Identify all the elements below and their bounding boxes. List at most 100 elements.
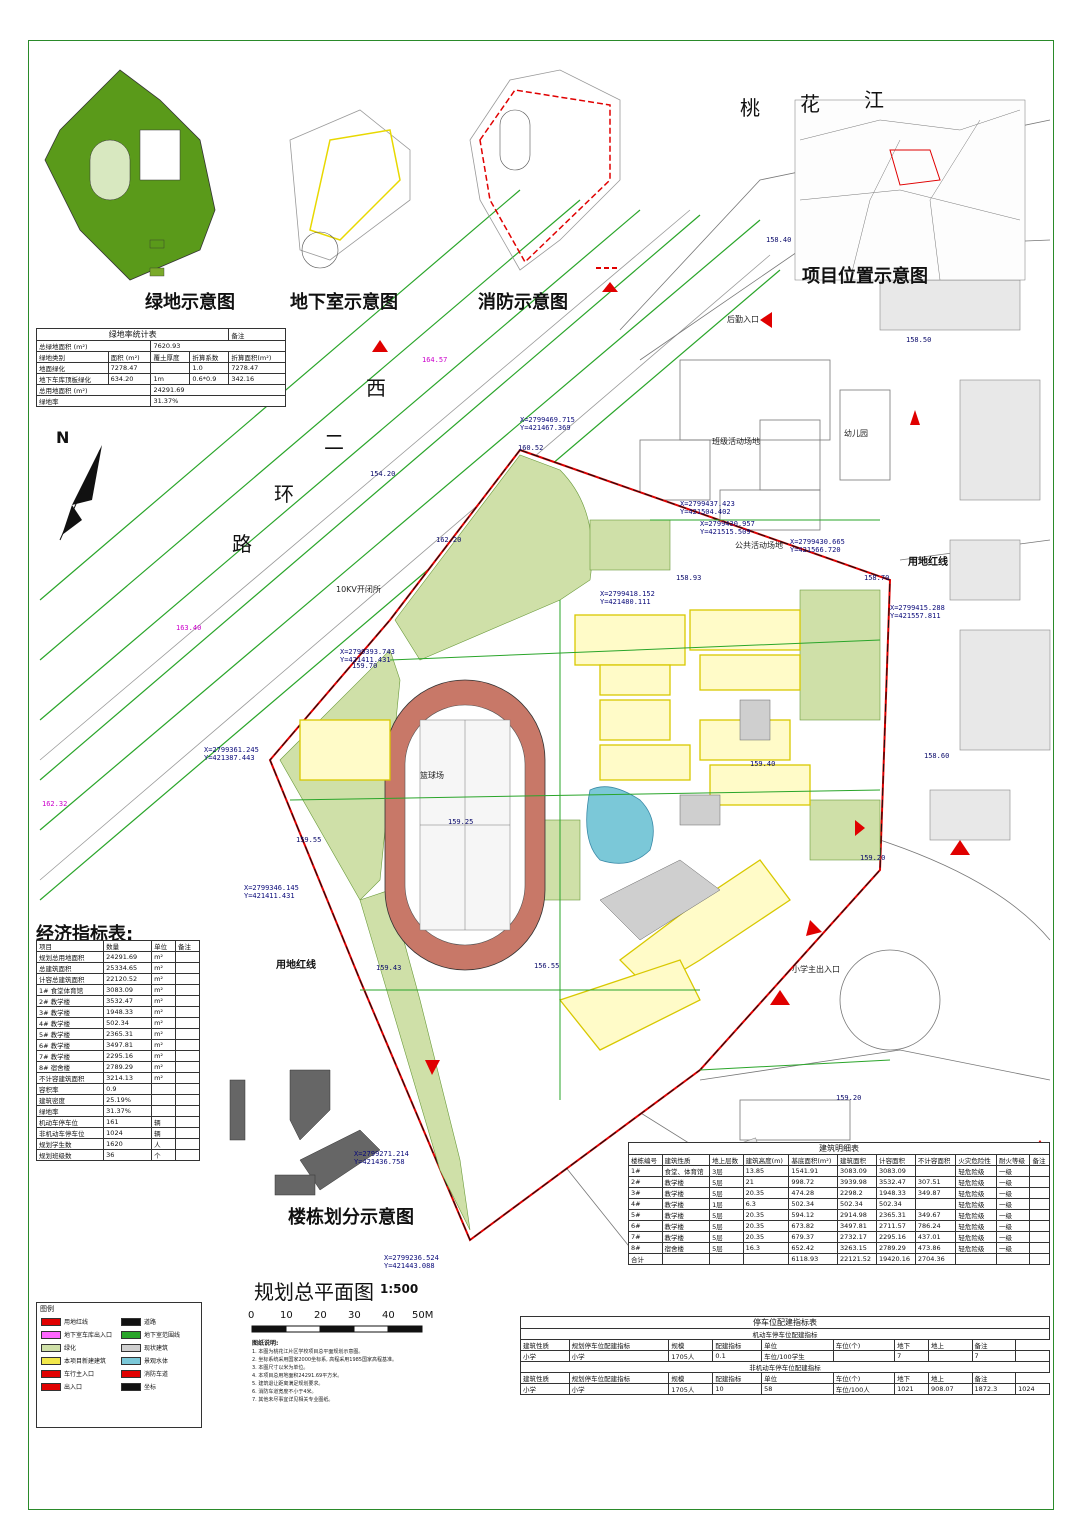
- table-header: 项目数量单位备注: [35, 940, 200, 952]
- legend-item: 绿化: [41, 1343, 117, 1352]
- legend-swatch-icon: [41, 1356, 61, 1365]
- location-map: [794, 99, 1026, 281]
- note-line: 7. 其他未尽事宜详见相关专业图纸。: [252, 1397, 334, 1403]
- rear-entrance-label: 后勤入口: [727, 315, 759, 324]
- main-entrance-label: 小学主出入口: [792, 965, 840, 974]
- legend-swatch-icon: [121, 1317, 141, 1326]
- drawing-frame: [28, 40, 1054, 1510]
- river-label-1: 桃: [740, 96, 760, 120]
- division-diagram: [229, 1069, 381, 1196]
- elev-7: 158.93: [676, 574, 702, 582]
- basement-diagram-title: 地下室示意图: [290, 292, 398, 313]
- scale-tick-0: 0: [248, 1310, 255, 1321]
- elev-12: 158.60: [924, 752, 950, 760]
- scale-bar-graphic: [251, 1325, 423, 1333]
- note-line: 6. 消防车道宽度不小于4米。: [252, 1389, 317, 1395]
- hatched-paving: [599, 699, 771, 941]
- north-label: N: [56, 428, 70, 447]
- road-label-2: 二: [324, 430, 344, 454]
- elev-5: 159.55: [296, 836, 322, 844]
- legend-item: 现状建筑: [121, 1343, 197, 1352]
- scale-tick-50: 50M: [412, 1310, 434, 1321]
- elev-11: 156.55: [534, 962, 560, 970]
- road-label-3: 环: [274, 482, 294, 506]
- notes-title: 图纸说明:: [252, 1340, 279, 1347]
- legend-box: 图例 用地红线道路地下室车库出入口地下室范围线绿化现状建筑本项目新建建筑景观水体…: [36, 1302, 202, 1428]
- table-row: 绿地类别面积 (m²)覆土厚度折算系数折算面积(m²): [36, 351, 286, 363]
- elev-15: 158.40: [766, 236, 792, 244]
- parking-table: 停车位配建指标表 机动车停车位配建指标 建筑性质规划停车位配建指标规模配建指标单…: [520, 1316, 1050, 1395]
- road-label-1: 西: [366, 376, 386, 400]
- site-dash: [269, 449, 891, 1241]
- legend-item: 坐标: [121, 1382, 197, 1391]
- legend-swatch-icon: [41, 1369, 61, 1378]
- drawing-notes: 图纸说明: 1. 本图为桃花江片区学校项目总平面规划示意图。2. 坐标系统采用国…: [252, 1340, 502, 1404]
- road-label-4: 路: [232, 532, 252, 556]
- legend-item: 景观水体: [121, 1356, 197, 1365]
- legend-swatch-icon: [121, 1330, 141, 1339]
- master-plan-title: 规划总平面图: [254, 1280, 374, 1304]
- table-header: 楼栋编号建筑性质地上层数建筑高度(m)基底面积(m²)建筑面积计容面积不计容面积…: [628, 1154, 1050, 1166]
- legend-swatch-icon: [121, 1369, 141, 1378]
- table-row: 总绿地面积 (m²)7620.93: [35, 340, 286, 352]
- elev-13: 159.43: [376, 964, 402, 972]
- entrance-markers: [372, 312, 1050, 1155]
- elev-3: 162.20: [436, 536, 462, 544]
- note-line: 3. 本图尺寸以米为单位。: [252, 1365, 309, 1371]
- master-plan-scale: 1:500: [380, 1282, 419, 1296]
- river-label-2: 花: [800, 92, 820, 116]
- elev-17: 164.57: [422, 356, 448, 364]
- scale-tick-20: 20: [314, 1310, 327, 1321]
- legend-swatch-icon: [41, 1317, 61, 1326]
- legend-item: 出入口: [41, 1382, 117, 1391]
- land-red-line-left: 用地红线: [276, 960, 316, 971]
- basement-diagram: [289, 109, 411, 269]
- site-paths: [289, 519, 891, 1100]
- legend-item: 本项目新建建筑: [41, 1356, 117, 1365]
- elev-14: 159.20: [836, 1094, 862, 1102]
- north-arrow-icon: [59, 445, 102, 541]
- green-diagram: [44, 69, 216, 281]
- elev-19: 162.32: [42, 800, 68, 808]
- economic-table-title: 经济指标表:: [36, 924, 134, 945]
- elev-8: 158.70: [864, 574, 890, 582]
- buildings: [299, 609, 811, 1051]
- green-diagram-title: 绿地示意图: [145, 292, 235, 313]
- fire-diagram: [469, 69, 621, 292]
- legend-item: 地下室车库出入口: [41, 1330, 117, 1339]
- building-division-title: 楼栋划分示意图: [288, 1207, 414, 1228]
- table-row: 建筑性质规划停车位配建指标规模配建指标单位车位(个)地下地上备注: [520, 1372, 1050, 1384]
- legend-item: 道路: [121, 1317, 197, 1326]
- running-track: [384, 679, 546, 971]
- elev-4: 159.70: [352, 662, 378, 670]
- elev-6: 159.40: [750, 760, 776, 768]
